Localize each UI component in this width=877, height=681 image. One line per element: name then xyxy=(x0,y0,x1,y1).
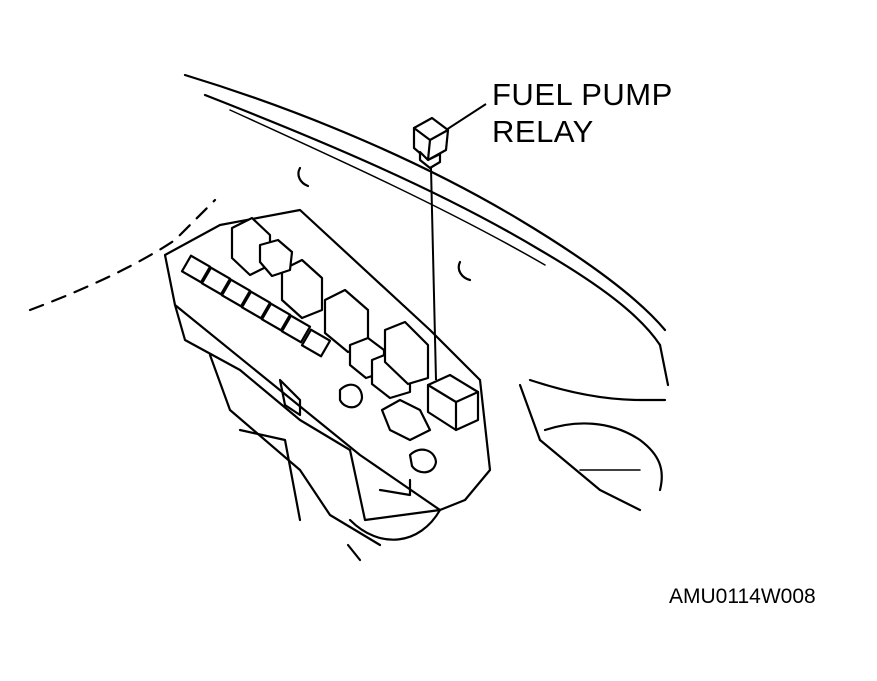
relay-group xyxy=(230,216,432,442)
inner-panel xyxy=(518,378,667,512)
body-contour-dashed xyxy=(28,198,217,312)
callout-label-line2: RELAY xyxy=(492,114,594,149)
relay-installed-edge xyxy=(426,383,480,432)
callout-pointer-line xyxy=(445,103,487,131)
fender-edge-lines xyxy=(183,73,670,387)
fuse-row xyxy=(180,254,332,358)
fuel-pump-relay-exploded xyxy=(412,116,450,170)
callout-label-line1: FUEL PUMP xyxy=(492,77,673,112)
callout-leader-line xyxy=(430,167,437,381)
fuel-pump-relay-installed xyxy=(426,373,480,432)
figure-code: AMU0114W008 xyxy=(669,585,816,608)
